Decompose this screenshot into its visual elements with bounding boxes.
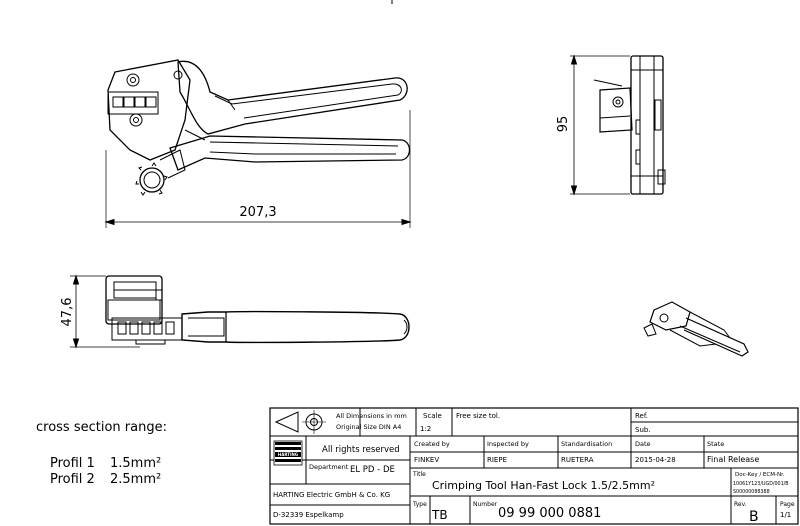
dockey-number: S00000088388 bbox=[733, 489, 770, 495]
company-address: D-32339 Espelkamp bbox=[273, 511, 344, 519]
rev-value: B bbox=[749, 509, 759, 525]
company-name: HARTING Electric GmbH & Co. KG bbox=[273, 491, 390, 499]
dimension-length: 207,3 bbox=[239, 205, 276, 220]
scale-value: 1:2 bbox=[420, 425, 431, 433]
title-block bbox=[269, 407, 799, 525]
sub-label: Sub. bbox=[635, 426, 651, 434]
title-block-text: All Dimensions in mm Original Size DIN A… bbox=[273, 412, 795, 525]
cross-section-range: cross section range: Profil 1 1.5mm² Pro… bbox=[36, 420, 167, 487]
dockey-label: Doc-Key / ECM-Nr. bbox=[735, 472, 785, 478]
isometric-view bbox=[643, 301, 749, 357]
dims-note-1: All Dimensions in mm bbox=[336, 412, 407, 420]
end-view bbox=[570, 54, 666, 196]
number-label: Number bbox=[473, 501, 498, 508]
profile-2-label: Profil 2 bbox=[50, 472, 95, 487]
harting-logo-text: HARTING bbox=[278, 452, 298, 457]
date-label: Date bbox=[635, 440, 651, 448]
type-label: Type bbox=[412, 501, 427, 508]
inspected-value: RIEPE bbox=[487, 456, 507, 464]
dimension-height: 95 bbox=[556, 116, 571, 133]
standard-label: Standardisation bbox=[561, 440, 612, 448]
cross-section-heading: cross section range: bbox=[36, 420, 167, 435]
created-value: FINKEV bbox=[414, 456, 439, 464]
side-view bbox=[104, 59, 412, 228]
rev-label: Rev. bbox=[734, 501, 747, 508]
page-label: Page bbox=[780, 501, 795, 508]
page-value: 1/1 bbox=[780, 511, 791, 519]
drawing-title: Crimping Tool Han-Fast Lock 1.5/2.5mm² bbox=[432, 479, 655, 492]
rights: All rights reserved bbox=[322, 445, 400, 455]
number-value: 09 99 000 0881 bbox=[498, 506, 601, 521]
scale-label: Scale bbox=[423, 412, 442, 420]
date-value: 2015-04-28 bbox=[635, 456, 676, 464]
profile-1-value: 1.5mm² bbox=[110, 456, 161, 471]
title-label: Title bbox=[412, 471, 426, 478]
inspected-label: Inspected by bbox=[487, 440, 529, 448]
ref-label: Ref. bbox=[635, 412, 648, 420]
profile-1-label: Profil 1 bbox=[50, 456, 95, 471]
state-label: State bbox=[707, 440, 724, 448]
department-label: Department bbox=[309, 463, 349, 471]
tolerance: Free size tol. bbox=[456, 412, 500, 420]
profile-2-value: 2.5mm² bbox=[110, 472, 161, 487]
type-value: TB bbox=[431, 508, 448, 522]
top-view bbox=[70, 274, 410, 349]
harting-logo: HARTING bbox=[273, 440, 303, 466]
dockey-value: 10061Y123/UGD/001/B bbox=[733, 481, 789, 487]
state-value: Final Release bbox=[707, 455, 759, 464]
dimension-width: 47,6 bbox=[60, 298, 75, 327]
created-label: Created by bbox=[414, 440, 450, 448]
department-value: EL PD - DE bbox=[350, 465, 395, 475]
dims-note-2: Original Size DIN A4 bbox=[336, 423, 401, 431]
standard-value: RUETERA bbox=[561, 456, 594, 464]
